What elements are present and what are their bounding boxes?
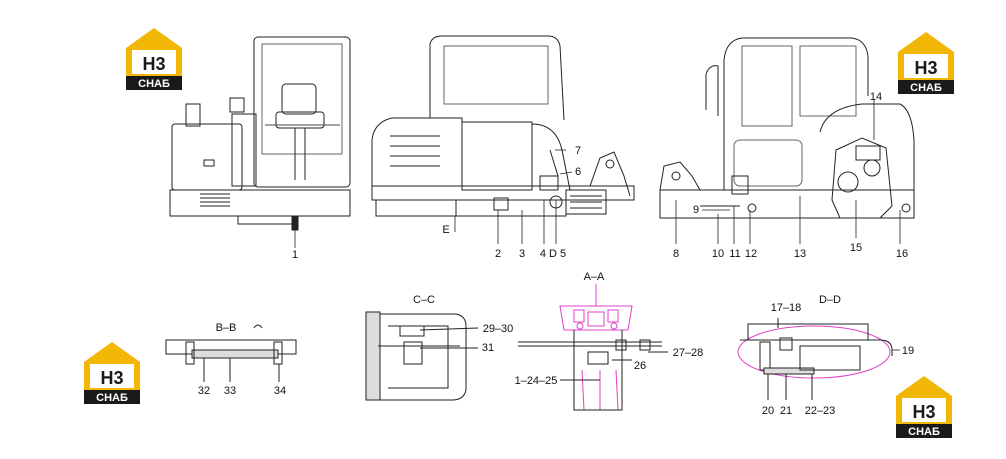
logo-mark: H3 — [142, 54, 165, 74]
callout-11: 11 — [729, 248, 740, 260]
side-view — [371, 35, 635, 217]
logo-brand: CHAБ — [910, 82, 942, 94]
callout-3: 3 — [519, 248, 525, 260]
callout-20: 20 — [762, 405, 774, 417]
logo-brand: CHAБ — [96, 392, 128, 404]
section-cc — [365, 311, 479, 401]
callout-31: 31 — [482, 342, 494, 354]
callout-10: 10 — [712, 248, 724, 260]
callout-2: 2 — [495, 248, 501, 260]
callout-6: 6 — [575, 166, 581, 178]
section-label-dd: D–D — [819, 294, 841, 306]
front-view — [169, 36, 351, 231]
callout-12: 12 — [745, 248, 757, 260]
callout-22-23: 22–23 — [805, 405, 836, 417]
logo-mark: H3 — [912, 402, 935, 422]
section-label-cc: C–C — [413, 294, 435, 306]
callout-17-18: 17–18 — [771, 302, 802, 314]
leader-lines — [294, 100, 901, 381]
logo-mark: H3 — [100, 368, 123, 388]
section-marker-e: E — [442, 224, 449, 236]
brand-logo-bottom-right: H3 CHAБ — [896, 376, 952, 438]
callout-14: 14 — [870, 91, 882, 103]
callout-34: 34 — [274, 385, 286, 397]
section-bb — [165, 324, 297, 382]
section-label-bb: B–B — [216, 322, 237, 334]
logo-brand: CHAБ — [138, 78, 170, 90]
callout-15: 15 — [850, 242, 862, 254]
section-dd — [737, 318, 893, 400]
logo-mark: H3 — [914, 58, 937, 78]
section-aa — [518, 284, 668, 411]
callout-4-d-5: 4 D 5 — [540, 248, 566, 260]
callout-1: 1 — [292, 249, 298, 261]
callout-33: 33 — [224, 385, 236, 397]
callout-16: 16 — [896, 248, 908, 260]
callout-7: 7 — [575, 145, 581, 157]
callout-29-30: 29–30 — [483, 323, 514, 335]
open-view — [659, 37, 915, 219]
callout-27-28: 27–28 — [673, 347, 704, 359]
callout-19: 19 — [902, 345, 914, 357]
section-label-aa: A–A — [584, 271, 605, 283]
callout-8: 8 — [673, 248, 679, 260]
callout-13: 13 — [794, 248, 806, 260]
callout-26: 26 — [634, 360, 646, 372]
brand-logo-top-left: H3 CHAБ — [126, 28, 182, 90]
brand-logo-bottom-left: H3 CHAБ — [84, 342, 140, 404]
callout-32: 32 — [198, 385, 210, 397]
callout-9: 9 — [693, 204, 699, 216]
logo-brand: CHAБ — [908, 426, 940, 438]
callout-1-24-25: 1–24–25 — [515, 375, 558, 387]
callout-21: 21 — [780, 405, 792, 417]
brand-logo-top-right: H3 CHAБ — [898, 32, 954, 94]
